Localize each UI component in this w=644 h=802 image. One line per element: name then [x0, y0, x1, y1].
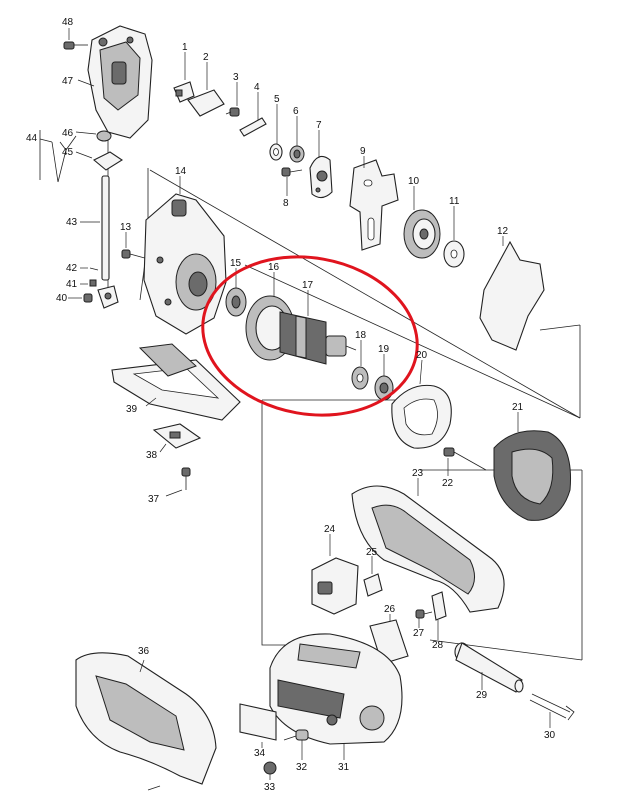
callout-label-44: 44	[26, 133, 38, 144]
part-22-screw	[443, 447, 487, 476]
callout-label-1: 1	[182, 42, 188, 53]
part-47-gear-housing	[77, 25, 153, 139]
part-17-armature	[279, 290, 357, 365]
callout-label-6: 6	[293, 106, 299, 117]
callout-label-46: 46	[62, 128, 74, 139]
callout-label-27: 27	[413, 628, 425, 639]
part-1-clip	[173, 52, 195, 103]
callout-label-7: 7	[316, 120, 322, 131]
callout-label-48: 48	[62, 17, 74, 28]
plunger-holder	[97, 285, 119, 309]
callout-label-38: 38	[146, 450, 158, 461]
part-33-brush-holder-cap	[263, 761, 277, 780]
part-23-handle	[351, 478, 505, 613]
part-39-base	[111, 343, 241, 421]
callout-label-5: 5	[274, 94, 280, 105]
part-5-washer	[269, 104, 283, 161]
callout-label-12: 12	[497, 226, 509, 237]
part-20-fan-baffle	[391, 359, 452, 449]
part-34-nameplate	[239, 703, 277, 748]
part-43-plunger-rod	[80, 175, 110, 281]
part-12-insulation-sheet	[479, 236, 545, 351]
part-37-screw	[165, 467, 191, 497]
part-46-ring	[75, 130, 112, 142]
callout-label-9: 9	[360, 146, 366, 157]
callout-label-41: 41	[66, 279, 78, 290]
callout-label-17: 17	[302, 280, 314, 291]
callout-label-21: 21	[512, 402, 524, 413]
part-2-plate	[187, 62, 225, 117]
part-48-screw	[63, 28, 88, 50]
part-42-pin	[80, 267, 99, 271]
callout-labels: 48 47 1 2 3 4 5 6 7 8 9 10 11 12 44 46 4…	[26, 17, 556, 793]
callout-label-36: 36	[138, 646, 150, 657]
part-9-baffle-plate	[349, 156, 399, 251]
part-14-motor-housing	[143, 176, 227, 335]
callout-label-20: 20	[416, 350, 428, 361]
callout-label-24: 24	[324, 524, 336, 535]
part-27-screw	[415, 609, 433, 628]
part-29-cord-guard	[454, 642, 524, 693]
part-8-screw	[281, 167, 303, 196]
part-32-screw-cap	[283, 729, 309, 760]
callout-label-34: 34	[254, 748, 266, 759]
callout-label-31: 31	[338, 762, 350, 773]
part-31-motor-housing	[269, 633, 403, 760]
part-41-roller	[80, 279, 97, 287]
part-36-housing-cover	[75, 652, 217, 791]
callout-label-37: 37	[148, 494, 160, 505]
part-19-bearing	[374, 354, 394, 401]
callout-label-18: 18	[355, 330, 367, 341]
part-11-washer	[443, 206, 465, 268]
callout-label-23: 23	[412, 468, 424, 479]
part-6-bearing	[289, 116, 305, 163]
part-25-capacitor	[363, 556, 383, 597]
callout-label-32: 32	[296, 762, 308, 773]
part-3-screw	[225, 82, 240, 117]
callout-label-19: 19	[378, 344, 390, 355]
callout-label-43: 43	[66, 217, 78, 228]
part-45-washer-plate	[75, 151, 124, 171]
callout-label-26: 26	[384, 604, 396, 615]
callout-label-4: 4	[254, 82, 260, 93]
callout-label-13: 13	[120, 222, 132, 233]
part-10-fan	[403, 186, 441, 259]
callout-label-10: 10	[408, 176, 420, 187]
callout-label-42: 42	[66, 263, 78, 274]
highlight-ellipse	[201, 255, 419, 417]
part-18-insulation-washer	[351, 340, 369, 390]
callout-label-45: 45	[62, 147, 74, 158]
part-44-spring-wire	[39, 135, 77, 183]
callout-label-11: 11	[449, 196, 460, 207]
callout-label-2: 2	[203, 52, 209, 63]
callout-label-29: 29	[476, 690, 488, 701]
callout-label-28: 28	[432, 640, 444, 651]
callout-label-33: 33	[264, 782, 276, 793]
callout-label-47: 47	[62, 76, 74, 87]
part-4-label	[239, 92, 267, 137]
callout-label-25: 25	[366, 547, 378, 558]
callout-label-16: 16	[268, 262, 280, 273]
callout-label-40: 40	[56, 293, 68, 304]
part-38-guide	[152, 423, 202, 453]
callout-label-8: 8	[283, 198, 289, 209]
part-7-bearing-retainer	[309, 130, 333, 199]
part-24-switch	[311, 534, 359, 615]
part-40-screw	[68, 293, 93, 303]
callout-label-14: 14	[175, 166, 187, 177]
callout-label-39: 39	[126, 404, 138, 415]
callout-label-22: 22	[442, 478, 454, 489]
callout-label-30: 30	[544, 730, 556, 741]
callout-label-3: 3	[233, 72, 239, 83]
part-21-field	[493, 412, 572, 521]
part-15-bearing	[225, 268, 247, 317]
callout-label-15: 15	[230, 258, 242, 269]
part-30-cord	[529, 693, 575, 728]
part-28-strain-relief	[431, 591, 447, 640]
